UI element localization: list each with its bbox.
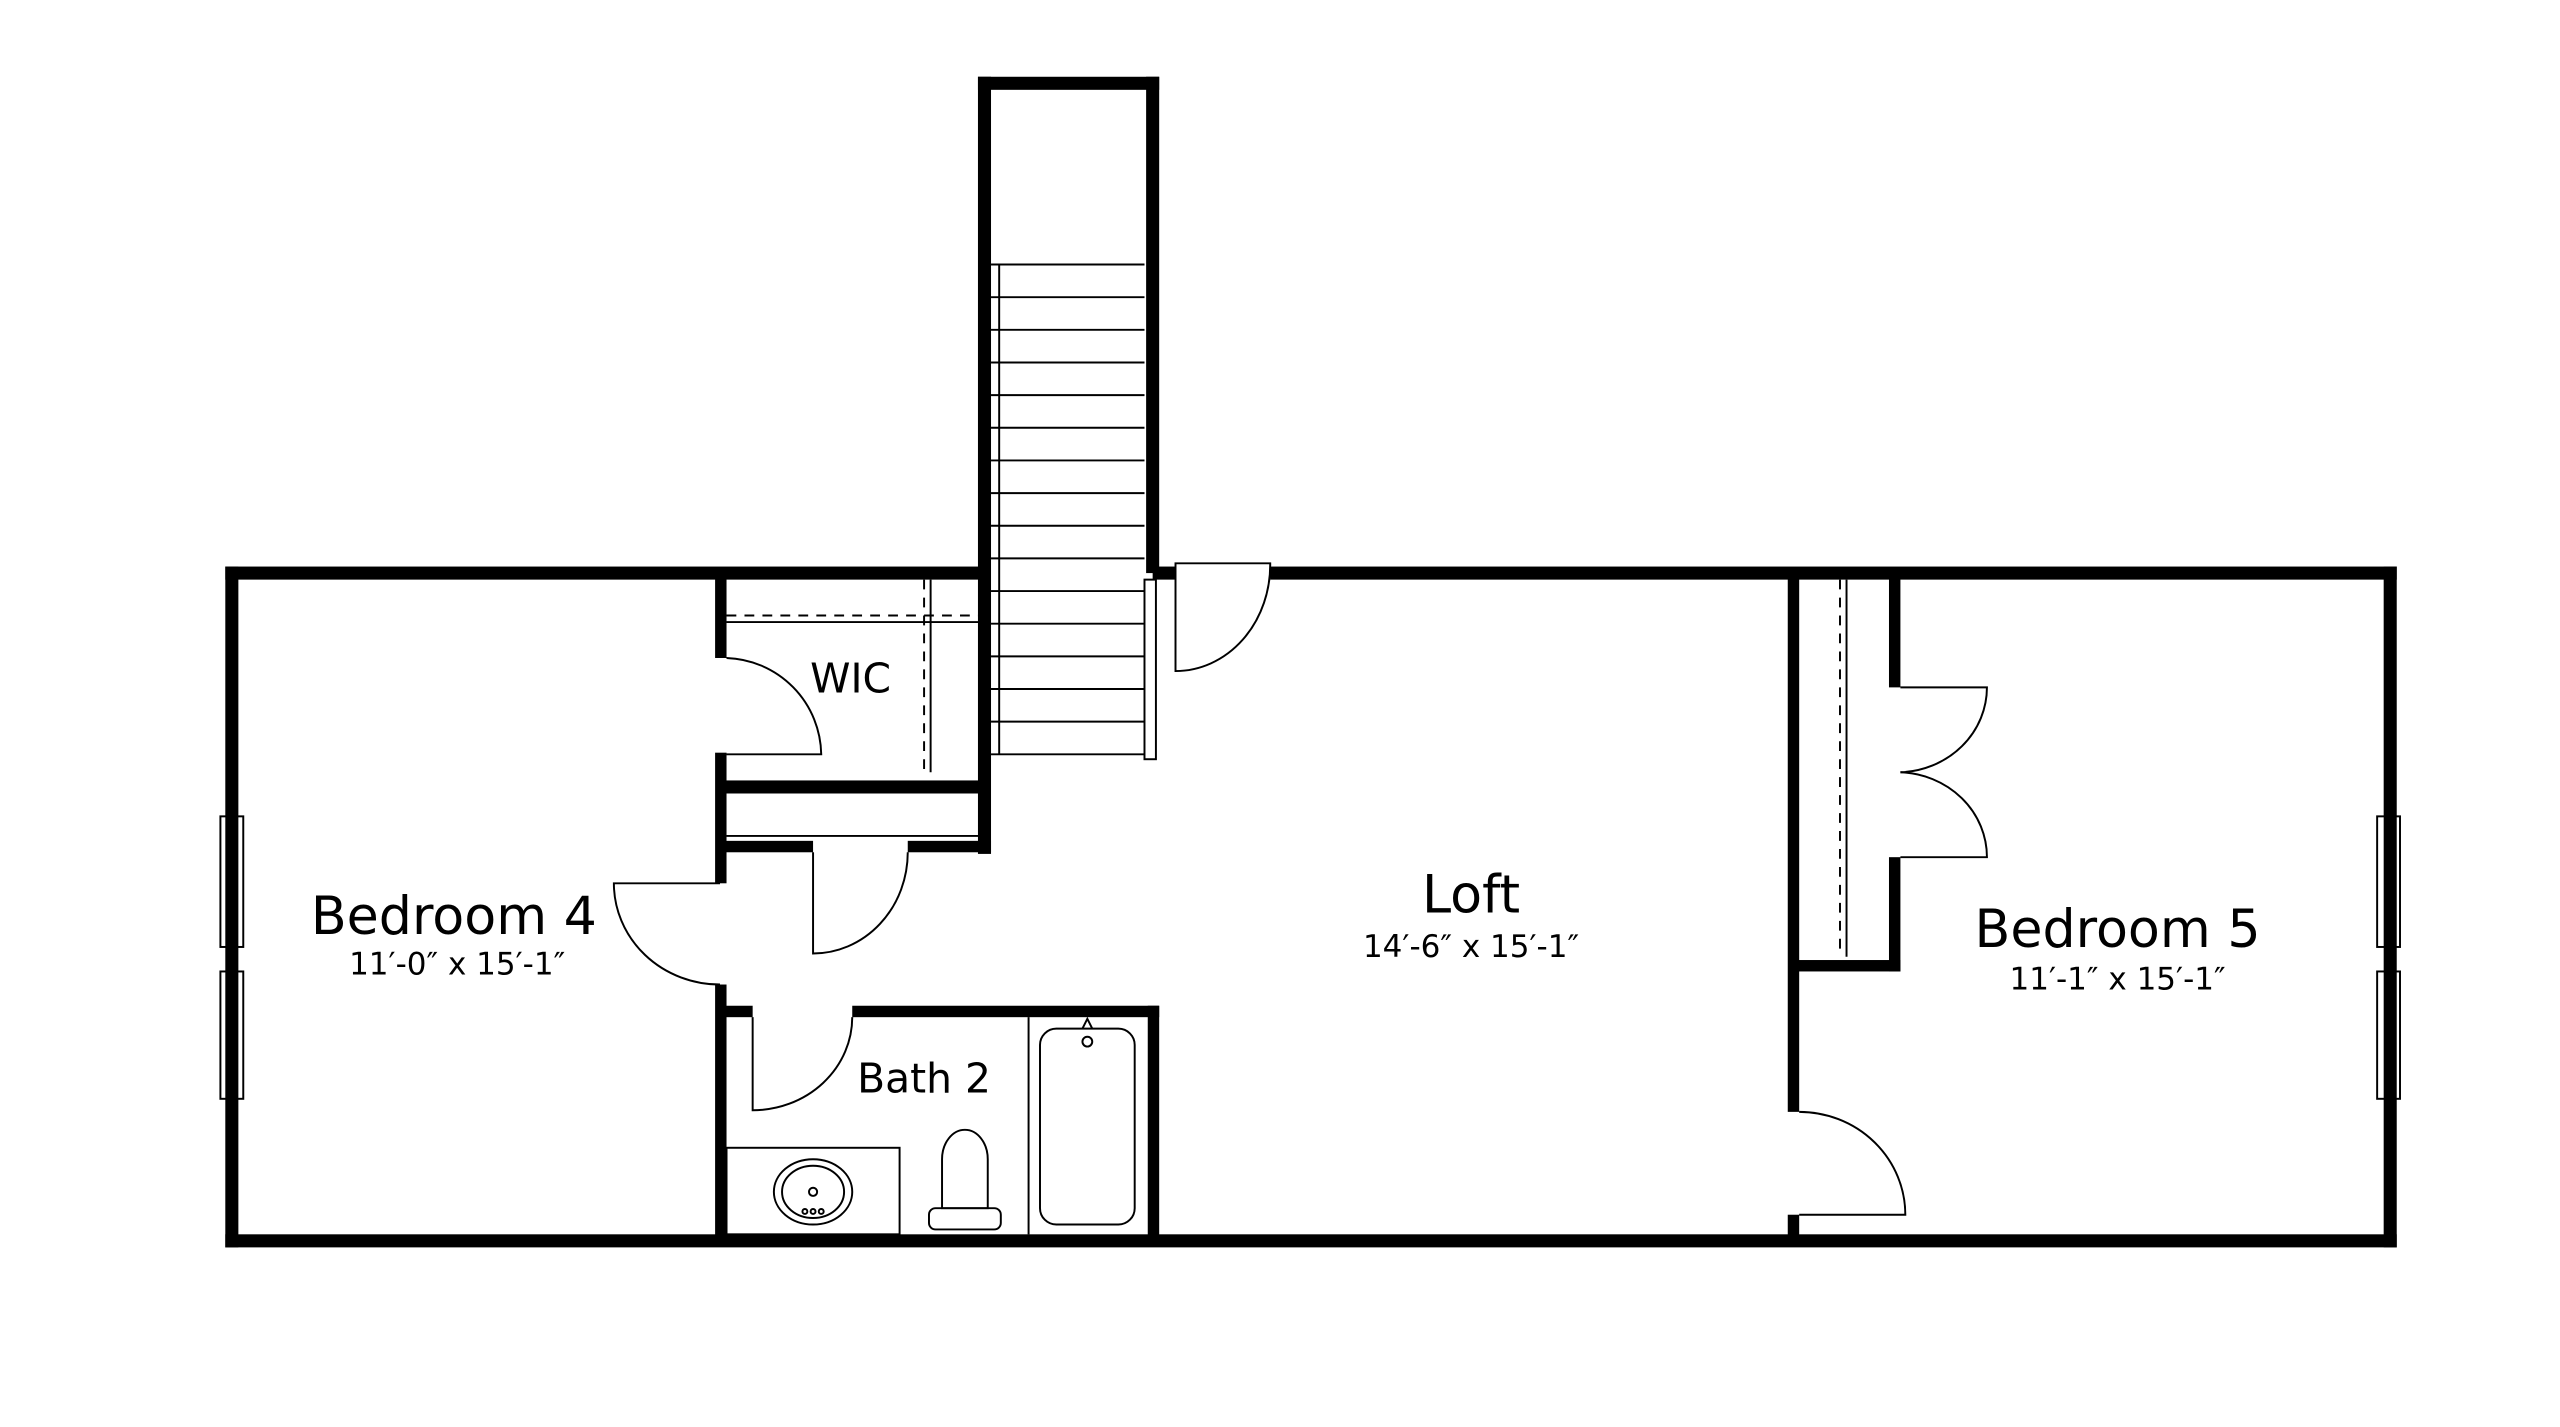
room-label-loft: Loft xyxy=(1422,866,1520,926)
room-label-wic: WIC xyxy=(810,654,891,702)
room-label-bath-2: Bath 2 xyxy=(857,1054,991,1102)
staircase xyxy=(977,76,1160,854)
bath-door-swing xyxy=(751,1017,854,1112)
closet-door-swing-upper xyxy=(1900,686,1988,774)
bedroom5-door-swing xyxy=(1799,1110,1907,1216)
bedroom4-door-swing xyxy=(612,882,721,986)
windows xyxy=(219,815,2401,1100)
sink-icon xyxy=(772,1158,854,1226)
linen-door-swing xyxy=(812,852,909,955)
room-dimensions-loft: 14′-6″ x 15′-1″ xyxy=(1363,929,1579,965)
room-label-bedroom-5: Bedroom 5 xyxy=(1975,900,2261,960)
doors xyxy=(612,562,1988,1216)
room-label-bedroom-4: Bedroom 4 xyxy=(311,887,597,947)
room-dimensions-bedroom-5: 11′-1″ x 15′-1″ xyxy=(2009,961,2225,997)
closet-door-swing-lower xyxy=(1900,771,1988,859)
loft-door-swing xyxy=(1174,562,1272,673)
wic-door-swing xyxy=(726,657,823,756)
interior-walls xyxy=(715,573,1901,1241)
room-dimensions-bedroom-4: 11′-0″ x 15′-1″ xyxy=(349,947,565,983)
bathtub-icon xyxy=(1039,1016,1136,1226)
toilet-icon xyxy=(928,1128,1002,1231)
